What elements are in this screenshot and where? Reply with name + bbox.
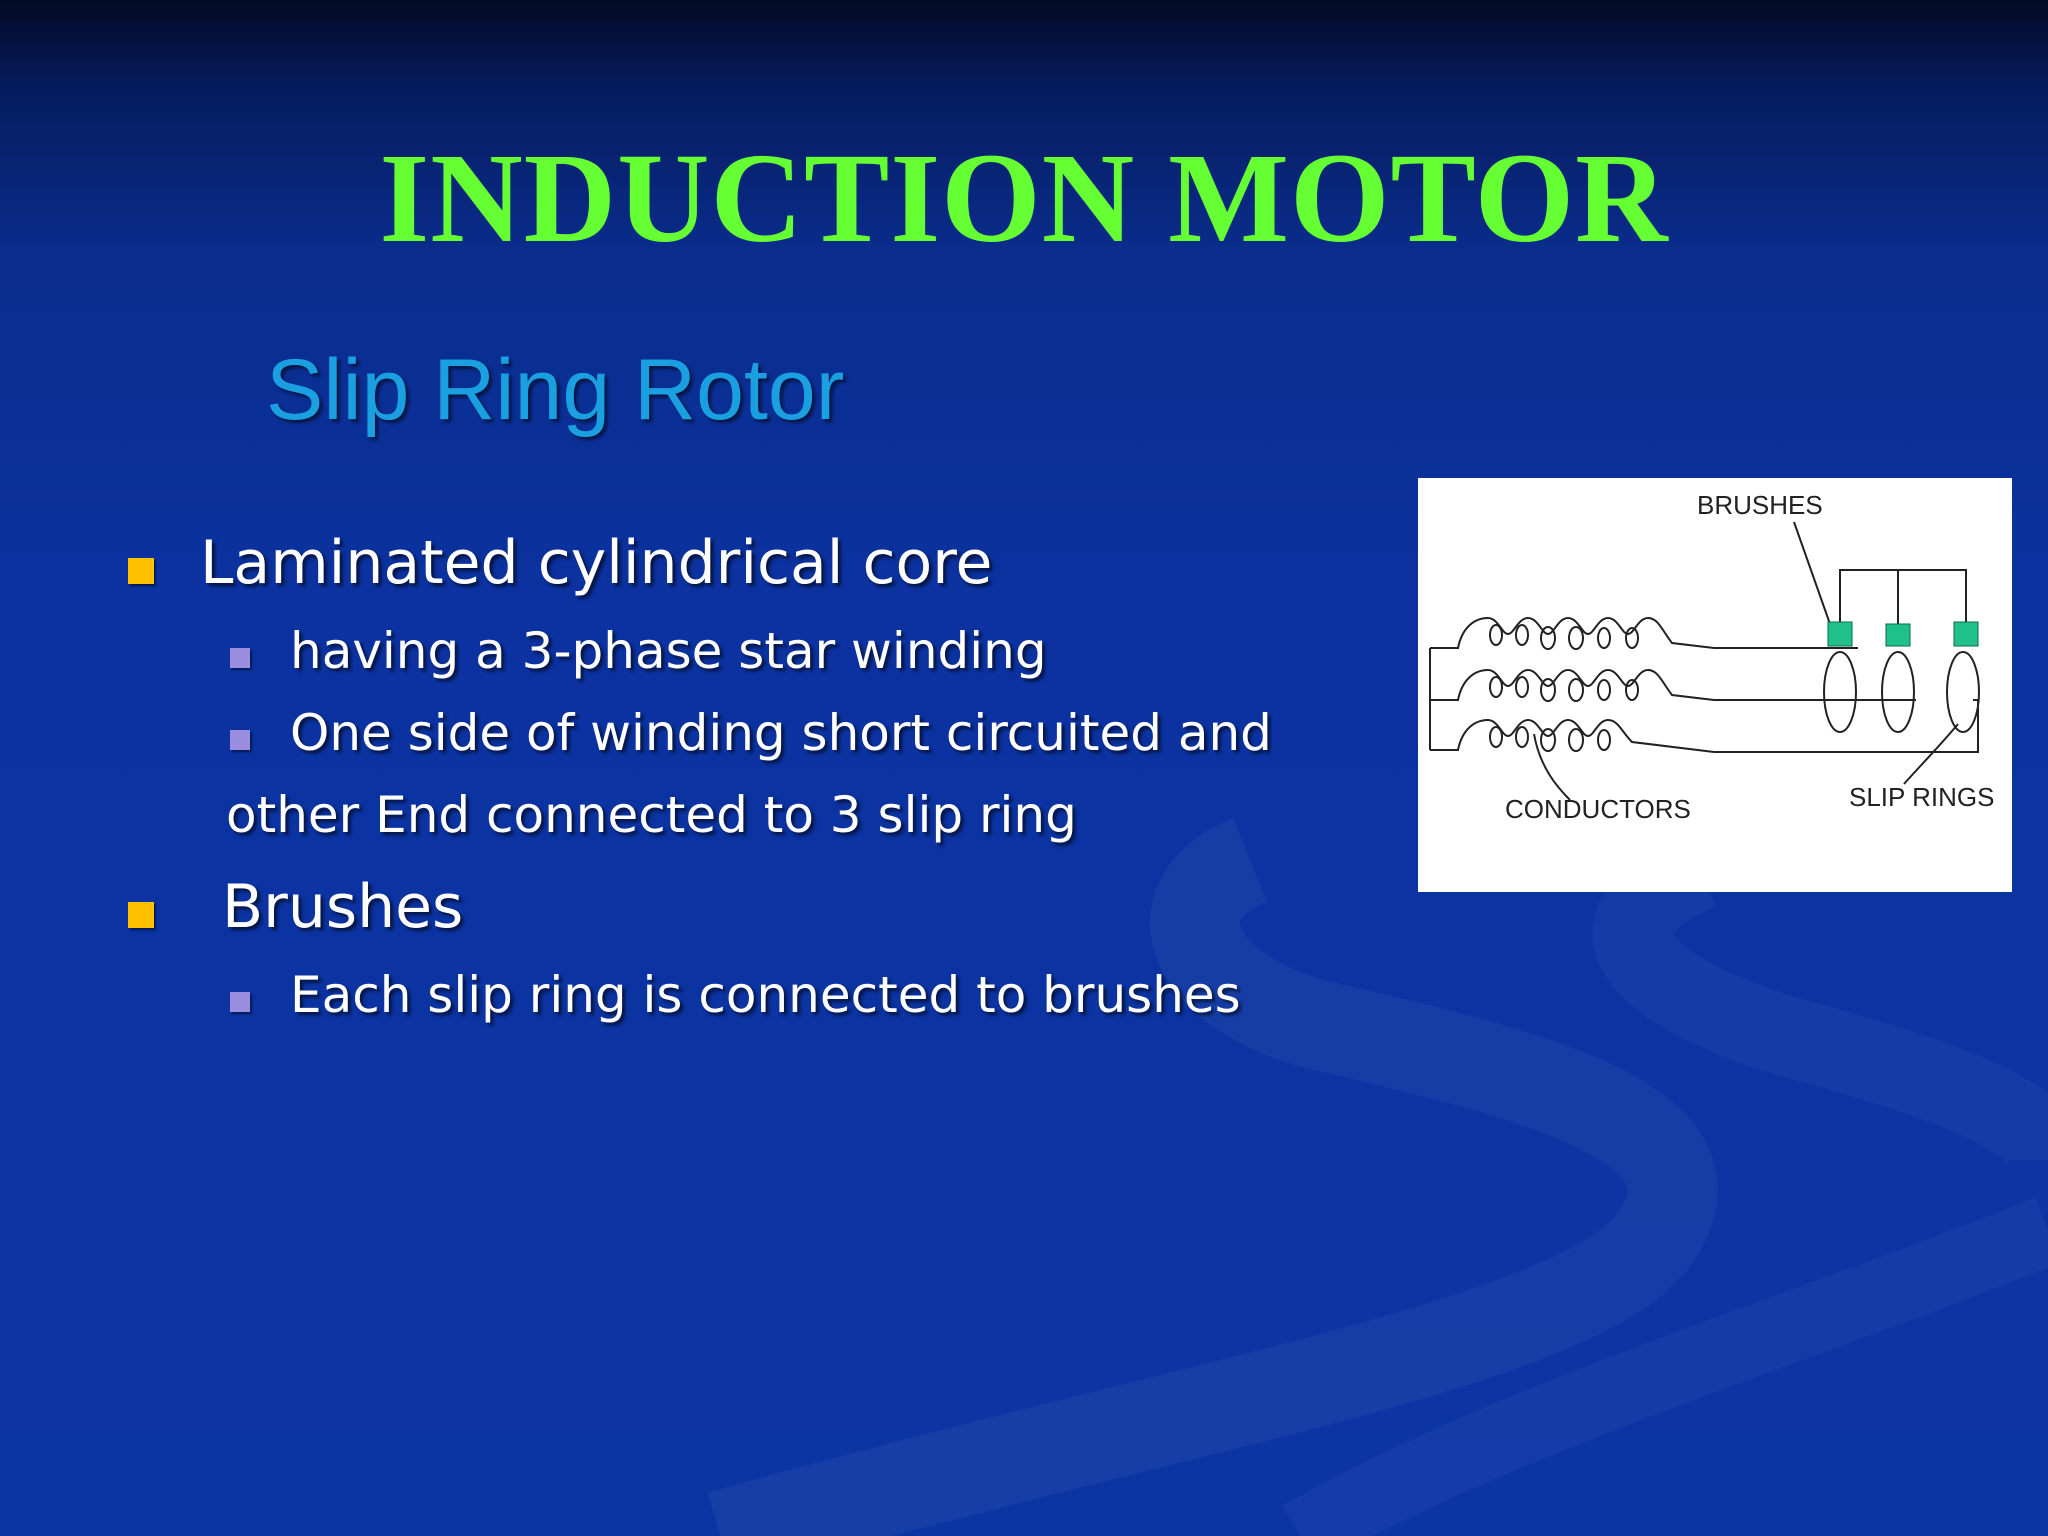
coil-loops <box>1489 624 1639 752</box>
bullet-item-laminated-core: Laminated cylindrical core <box>200 528 993 598</box>
brushes-leader <box>1793 521 1831 625</box>
brush-1 <box>1827 621 1853 647</box>
bullet-marker-primary <box>128 558 154 584</box>
conductor-winding-3 <box>1430 699 1979 753</box>
sub-bullet-slip-ring-brushes: Each slip ring is connected to brushes <box>290 966 1241 1024</box>
bullet-marker-secondary <box>230 992 250 1012</box>
brush-2 <box>1885 623 1911 647</box>
slip-ring-1 <box>1823 651 1857 733</box>
slide-title: INDUCTION MOTOR <box>379 127 1669 269</box>
rotor-schematic: BRUSHES CONDUCTORS SLIP RINGS <box>1429 490 1994 824</box>
brush-3 <box>1953 621 1979 647</box>
slip-ring-rotor-diagram: BRUSHES CONDUCTORS SLIP RINGS <box>1418 478 2012 892</box>
slip-rings-leader <box>1903 723 1959 785</box>
conductor-winding-2 <box>1430 668 1916 701</box>
brush-bus <box>1839 569 1967 634</box>
bullet-marker-secondary <box>230 648 250 668</box>
slip-ring-2 <box>1881 651 1915 733</box>
bullet-marker-secondary <box>230 730 250 750</box>
slide-subtitle: Slip Ring Rotor <box>266 342 845 438</box>
bullet-marker-primary <box>128 902 154 928</box>
sub-bullet-star-winding: having a 3-phase star winding <box>290 622 1047 680</box>
sub-bullet-short-circuited-continued: other End connected to 3 slip ring <box>226 786 1077 844</box>
slip-ring-3 <box>1946 651 1980 733</box>
label-conductors: CONDUCTORS <box>1505 794 1691 824</box>
bullet-item-brushes: Brushes <box>222 872 464 942</box>
sub-bullet-short-circuited: One side of winding short circuited and <box>290 704 1272 762</box>
conductors-leader <box>1533 733 1571 801</box>
label-brushes: BRUSHES <box>1697 490 1823 520</box>
label-slip-rings: SLIP RINGS <box>1849 782 1994 812</box>
